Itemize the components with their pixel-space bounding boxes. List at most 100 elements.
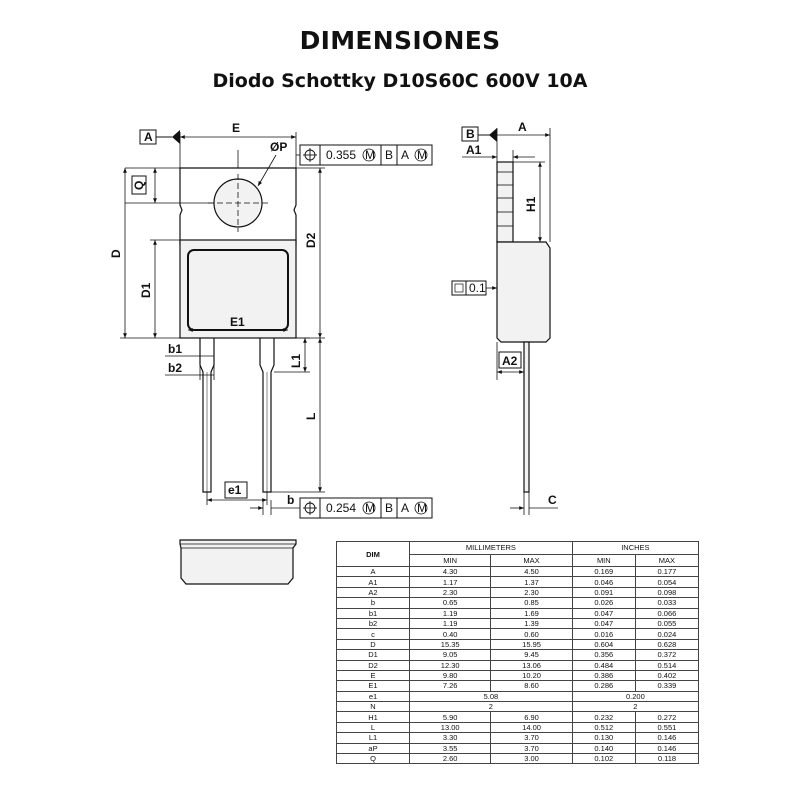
table-cell: 0.140 [571, 742, 636, 755]
dim-h1-label: H1 [524, 196, 538, 212]
tol-top-mod: M [365, 148, 375, 162]
dim-d2-label: D2 [304, 232, 318, 248]
tolerance-frame-bottom [299, 497, 433, 519]
table-cell: 0.091 [571, 586, 636, 599]
table-cell: 9.45 [490, 649, 573, 661]
table-cell: 0.40 [408, 628, 492, 640]
table-cell: 0.177 [634, 565, 700, 578]
table-cell: D1 [336, 649, 410, 661]
table-cell: 2 [409, 701, 573, 713]
dimension-table: DIM MILLIMETERS INCHES MIN MAX MIN MAX A… [336, 541, 700, 765]
tol-top-value: 0.355 [326, 148, 356, 162]
table-cell: 0.65 [408, 597, 492, 609]
table-cell: b [336, 597, 410, 609]
table-cell: e1 [336, 690, 410, 703]
table-cell: 0.551 [634, 721, 700, 734]
table-cell: 0.054 [634, 576, 700, 588]
dim-a-label: A [518, 120, 527, 134]
dim-c-label: C [548, 493, 557, 507]
table-cell: c [336, 628, 410, 640]
table-cell: 0.047 [571, 617, 636, 630]
table-cell: 0.046 [571, 576, 636, 588]
datum-b-label: B [466, 127, 475, 141]
table-cell: H1 [336, 711, 410, 723]
table-cell: 0.85 [490, 597, 573, 609]
table-cell: 7.26 [408, 680, 492, 692]
table-cell: 0.026 [571, 597, 636, 609]
table-cell: 9.05 [408, 649, 492, 661]
table-cell: 0.016 [571, 628, 636, 640]
dim-a1-label: A1 [466, 143, 482, 157]
table-cell: 2.30 [490, 586, 573, 599]
side-tab [496, 161, 514, 243]
front-view [120, 129, 433, 519]
table-cell: 1.69 [490, 607, 573, 619]
in-max-header: MAX [634, 553, 700, 567]
table-cell: 0.066 [634, 607, 700, 619]
table-cell: A [336, 565, 410, 578]
table-cell: 4.30 [408, 565, 492, 578]
dim-e1-label: E1 [230, 315, 245, 329]
datum-a-label: A [144, 130, 153, 144]
table-cell: 0.512 [571, 721, 636, 734]
table-cell: 5.08 [409, 690, 573, 703]
table-cell: aP [336, 742, 410, 755]
side-view [451, 126, 558, 515]
dim-phi-p-label: ØP [270, 140, 287, 154]
in-min-header: MIN [571, 553, 636, 567]
tolerance-frame-top [299, 144, 433, 166]
table-cell: 3.70 [490, 742, 573, 755]
table-cell: 15.95 [490, 638, 573, 651]
tol-bottom-mod: M [365, 501, 375, 515]
table-cell: D [336, 638, 410, 651]
table-cell: 0.604 [571, 638, 636, 651]
table-cell: 0.130 [571, 732, 636, 744]
side-body [496, 241, 551, 343]
table-cell: 9.80 [408, 669, 492, 682]
table-cell: 0.372 [634, 649, 700, 661]
table-cell: 0.402 [634, 669, 700, 682]
flatness-value: 0.1 [469, 281, 486, 295]
table-cell: 0.60 [490, 628, 573, 640]
table-cell: 1.37 [490, 576, 573, 588]
table-cell: 0.024 [634, 628, 700, 640]
table-cell: 0.356 [571, 649, 636, 661]
tol-bottom-ref2: A [401, 501, 409, 515]
table-cell: E [336, 669, 410, 682]
tol-top-ref2: A [401, 148, 409, 162]
tol-bottom-ref2-mod: M [417, 501, 427, 515]
table-cell: 3.70 [490, 732, 573, 744]
table-cell: 3.00 [490, 753, 573, 765]
table-cell: 0.484 [571, 659, 636, 671]
dim-b2-label: b2 [168, 361, 182, 375]
table-cell: 1.39 [490, 617, 573, 630]
table-cell: 0.098 [634, 586, 700, 599]
table-cell: 0.628 [634, 638, 700, 651]
table-cell: 14.00 [490, 721, 573, 734]
table-cell: 8.60 [490, 680, 573, 692]
table-cell: 2.30 [408, 586, 492, 599]
table-cell: b1 [336, 607, 410, 619]
tol-bottom-value: 0.254 [326, 501, 356, 515]
table-cell: N [336, 701, 410, 713]
table-cell: 0.146 [634, 742, 700, 755]
tol-top-ref2-mod: M [417, 148, 427, 162]
table-cell: 5.90 [408, 711, 492, 723]
dim-q-label: Q [132, 181, 146, 190]
table-cell: E1 [336, 680, 410, 692]
table-cell: D2 [336, 659, 410, 671]
